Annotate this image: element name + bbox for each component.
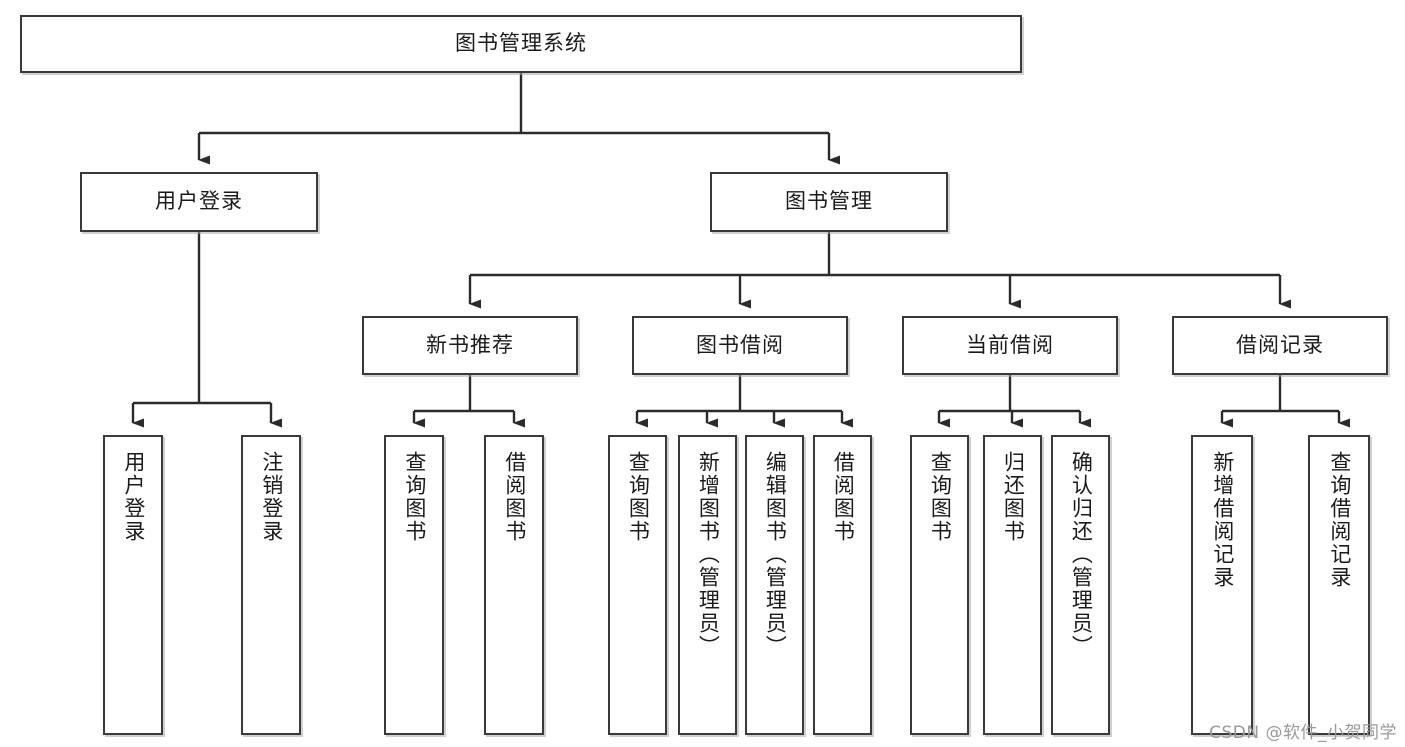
leaf-node-leaf-confirm-return-label: 确认归还（管理员） (1069, 451, 1094, 658)
leaf-node-leaf-borrow-book-2-label: 借阅图书 (831, 451, 856, 543)
leaf-node-leaf-add-record[interactable]: 新增借阅记录 (1191, 435, 1253, 735)
leaf-node-leaf-add-book[interactable]: 新增图书（管理员） (678, 435, 737, 735)
leaf-node-leaf-query-book-2[interactable]: 查询图书 (608, 435, 667, 735)
leaf-node-leaf-query-book-2-label: 查询图书 (626, 451, 651, 543)
level3-node-borrow-record-label: 借阅记录 (1236, 332, 1324, 357)
leaf-node-leaf-borrow-book-1[interactable]: 借阅图书 (484, 435, 544, 735)
csdn-watermark: CSDN @软件_小贺同学 (1209, 723, 1397, 743)
level3-node-current-borrow-label: 当前借阅 (966, 332, 1054, 357)
level3-node-book-borrow-label: 图书借阅 (696, 332, 784, 357)
leaf-node-leaf-borrow-book-1-label: 借阅图书 (502, 451, 527, 543)
leaf-node-leaf-query-record-label: 查询借阅记录 (1327, 451, 1352, 589)
level3-node-book-borrow[interactable]: 图书借阅 (632, 316, 848, 375)
leaf-node-leaf-query-book-3-label: 查询图书 (928, 451, 953, 543)
leaf-node-leaf-logout[interactable]: 注销登录 (241, 435, 301, 735)
leaf-node-leaf-user-login-label: 用户登录 (121, 451, 146, 543)
leaf-node-leaf-return-book-label: 归还图书 (1001, 451, 1026, 543)
root-node-book-management-system[interactable]: 图书管理系统 (20, 15, 1022, 73)
leaf-node-leaf-logout-label: 注销登录 (259, 451, 284, 543)
leaf-node-leaf-query-record[interactable]: 查询借阅记录 (1308, 435, 1370, 735)
leaf-node-leaf-query-book-1-label: 查询图书 (402, 451, 427, 543)
level2-node-user-login-label: 用户登录 (155, 189, 243, 214)
leaf-node-leaf-query-book-1[interactable]: 查询图书 (384, 435, 444, 735)
level3-node-new-book-recommend-label: 新书推荐 (426, 332, 514, 357)
leaf-node-leaf-add-book-label: 新增图书（管理员） (696, 451, 721, 658)
leaf-node-leaf-return-book[interactable]: 归还图书 (983, 435, 1042, 735)
root-node-book-management-system-label: 图书管理系统 (455, 31, 587, 56)
level2-node-book-manage[interactable]: 图书管理 (710, 172, 948, 232)
level2-node-book-manage-label: 图书管理 (785, 189, 873, 214)
level3-node-current-borrow[interactable]: 当前借阅 (902, 316, 1118, 375)
leaf-node-leaf-query-book-3[interactable]: 查询图书 (910, 435, 969, 735)
leaf-node-leaf-confirm-return[interactable]: 确认归还（管理员） (1051, 435, 1110, 735)
leaf-node-leaf-add-record-label: 新增借阅记录 (1210, 451, 1235, 589)
leaf-node-leaf-edit-book[interactable]: 编辑图书（管理员） (745, 435, 804, 735)
level3-node-borrow-record[interactable]: 借阅记录 (1172, 316, 1388, 375)
level3-node-new-book-recommend[interactable]: 新书推荐 (362, 316, 578, 375)
leaf-node-leaf-edit-book-label: 编辑图书（管理员） (763, 451, 788, 658)
level2-node-user-login[interactable]: 用户登录 (80, 172, 318, 232)
leaf-node-leaf-user-login[interactable]: 用户登录 (103, 435, 163, 735)
leaf-node-leaf-borrow-book-2[interactable]: 借阅图书 (813, 435, 872, 735)
